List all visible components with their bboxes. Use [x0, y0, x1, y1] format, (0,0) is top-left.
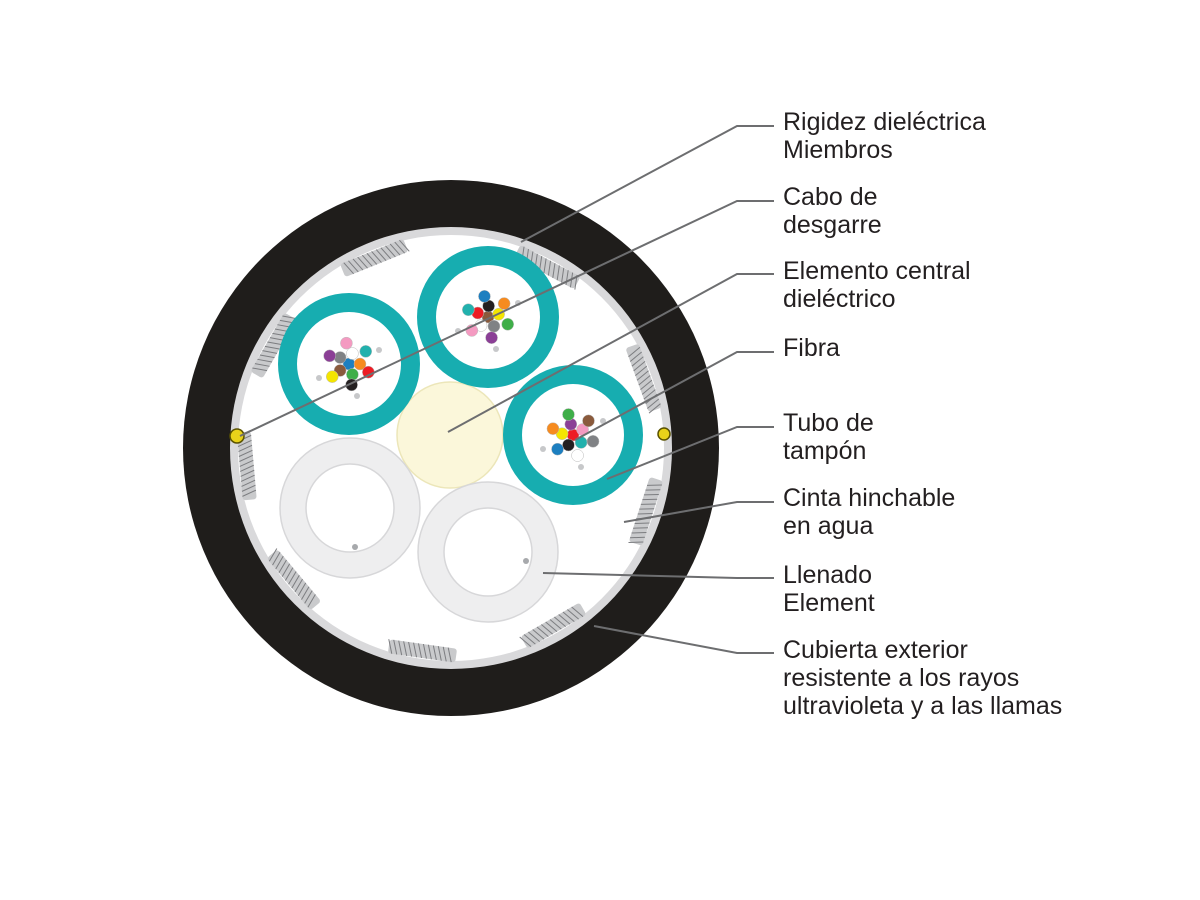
buffer-tube-left: [278, 293, 420, 435]
label-fiber: Fibra: [783, 334, 840, 362]
leader-buffer-tube: [606, 426, 774, 480]
leader-filler: [542, 572, 774, 579]
gel-dot: [493, 346, 499, 352]
gel-dot: [316, 375, 322, 381]
fiber: [487, 320, 501, 333]
fiber: [323, 349, 336, 363]
leader-fiber: [574, 351, 774, 441]
ripcord-left: [229, 428, 245, 444]
fiber: [353, 357, 367, 371]
strength-member-band: [340, 239, 410, 277]
fiber: [325, 370, 339, 383]
fiber: [586, 435, 600, 448]
leader-lines: [239, 125, 774, 654]
strength-member-band: [251, 313, 298, 378]
buffer-tube-top: [417, 246, 559, 388]
fiber: [546, 422, 560, 435]
fiber: [346, 347, 359, 360]
strength-member-band: [519, 603, 586, 648]
strength-member-band: [267, 548, 320, 610]
gel-dot: [540, 446, 546, 452]
gel-dot: [376, 347, 382, 353]
fiber: [462, 303, 475, 316]
strength-member-band: [626, 344, 661, 414]
fiber: [359, 345, 373, 358]
fiber: [333, 351, 347, 364]
central-dielectric-member: [396, 381, 504, 489]
fiber: [582, 414, 595, 428]
gel-dot: [578, 464, 584, 470]
fiber: [485, 331, 498, 344]
fiber: [562, 408, 575, 421]
strength-member-bands: [236, 239, 663, 663]
leader-strength-members: [520, 125, 774, 243]
fiber: [562, 438, 575, 452]
leader-outer-jacket: [593, 625, 774, 654]
fiber: [340, 336, 353, 350]
ripcord-right: [657, 427, 671, 441]
leader-central-member: [447, 273, 774, 433]
filler-element-left: [279, 437, 421, 579]
gel-dot: [600, 418, 606, 424]
fiber: [551, 442, 564, 456]
leader-water-tape: [623, 501, 774, 523]
fiber: [478, 290, 491, 303]
strength-member-band: [388, 639, 457, 663]
leader-ripcord: [239, 200, 774, 437]
fiber: [571, 449, 584, 462]
buffer-tube-right: [503, 365, 643, 505]
gel-dot: [354, 393, 360, 399]
strength-member-band: [628, 477, 663, 546]
fiber: [501, 318, 514, 331]
filler-element-right: [417, 481, 559, 623]
fiber: [497, 297, 511, 310]
